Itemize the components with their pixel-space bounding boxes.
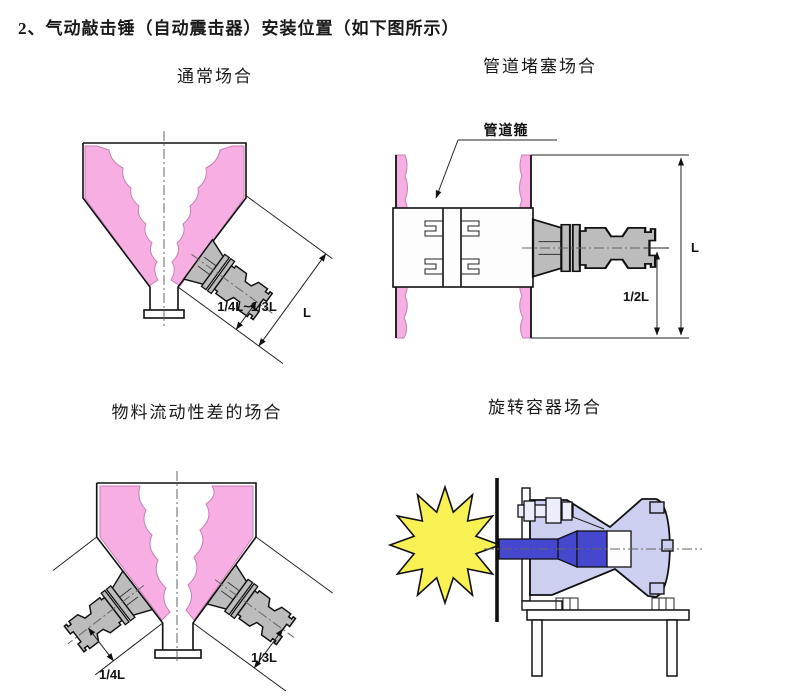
clamp-bolt (424, 220, 443, 237)
dimension-lines (52, 536, 333, 692)
page-title: 2、气动敲击锤（自动震击器）安装位置（如下图所示） (18, 19, 460, 38)
material-buildup-left (99, 485, 171, 621)
dimension-lines (531, 154, 689, 339)
air-fitting-bolts (517, 497, 605, 530)
body-lug (649, 501, 665, 514)
body-lug (649, 582, 665, 595)
dimension-label-total: L (691, 240, 699, 255)
panel-poor-flow-diagram: 1/4L 1/3L (52, 471, 333, 692)
bench-leg (531, 619, 543, 677)
material-lining-left (84, 145, 159, 287)
hammer-axis-line (67, 585, 145, 645)
panel-title-poor-flow: 物料流动性差的场合 (111, 403, 283, 422)
clamp-bolt (461, 220, 480, 237)
panel-title-rotary-vessel: 旋转容器场合 (488, 398, 602, 417)
material-buildup-right (185, 485, 254, 621)
dimension-label-left: 1/4L (99, 667, 125, 682)
hammer-axis-line (214, 579, 295, 638)
panel-rotary-diagram (387, 478, 702, 677)
hopper-outlet-flange (154, 649, 202, 659)
body-lug (661, 539, 674, 552)
hopper-outline (82, 142, 247, 310)
mount-bench (526, 597, 690, 677)
dimension-label-half: 1/2L (623, 289, 649, 304)
clamp-bolt (424, 258, 443, 275)
impact-starburst (387, 484, 503, 606)
panel-normal-diagram: 1/4L~1/3L L (82, 131, 333, 365)
dimension-label-range: 1/4L~1/3L (217, 299, 277, 314)
panel-title-normal: 通常场合 (177, 67, 253, 86)
bench-leg (666, 619, 678, 677)
panel-title-pipe-blockage: 管道堵塞场合 (483, 57, 597, 76)
pipe-clamp-callout: 管道箍 (435, 122, 557, 199)
dimension-label-total: L (303, 305, 311, 320)
callout-label: 管道箍 (484, 122, 529, 139)
panel-pipe-diagram: 1/2L L 管道箍 (392, 122, 699, 339)
dimension-lines (177, 194, 333, 365)
dimension-label-right: 1/3L (251, 650, 277, 665)
pipe-clamp-box (392, 207, 534, 288)
material-lining-right (170, 145, 245, 287)
clamp-bolt (461, 258, 480, 275)
hold-down-clamp (651, 597, 675, 611)
